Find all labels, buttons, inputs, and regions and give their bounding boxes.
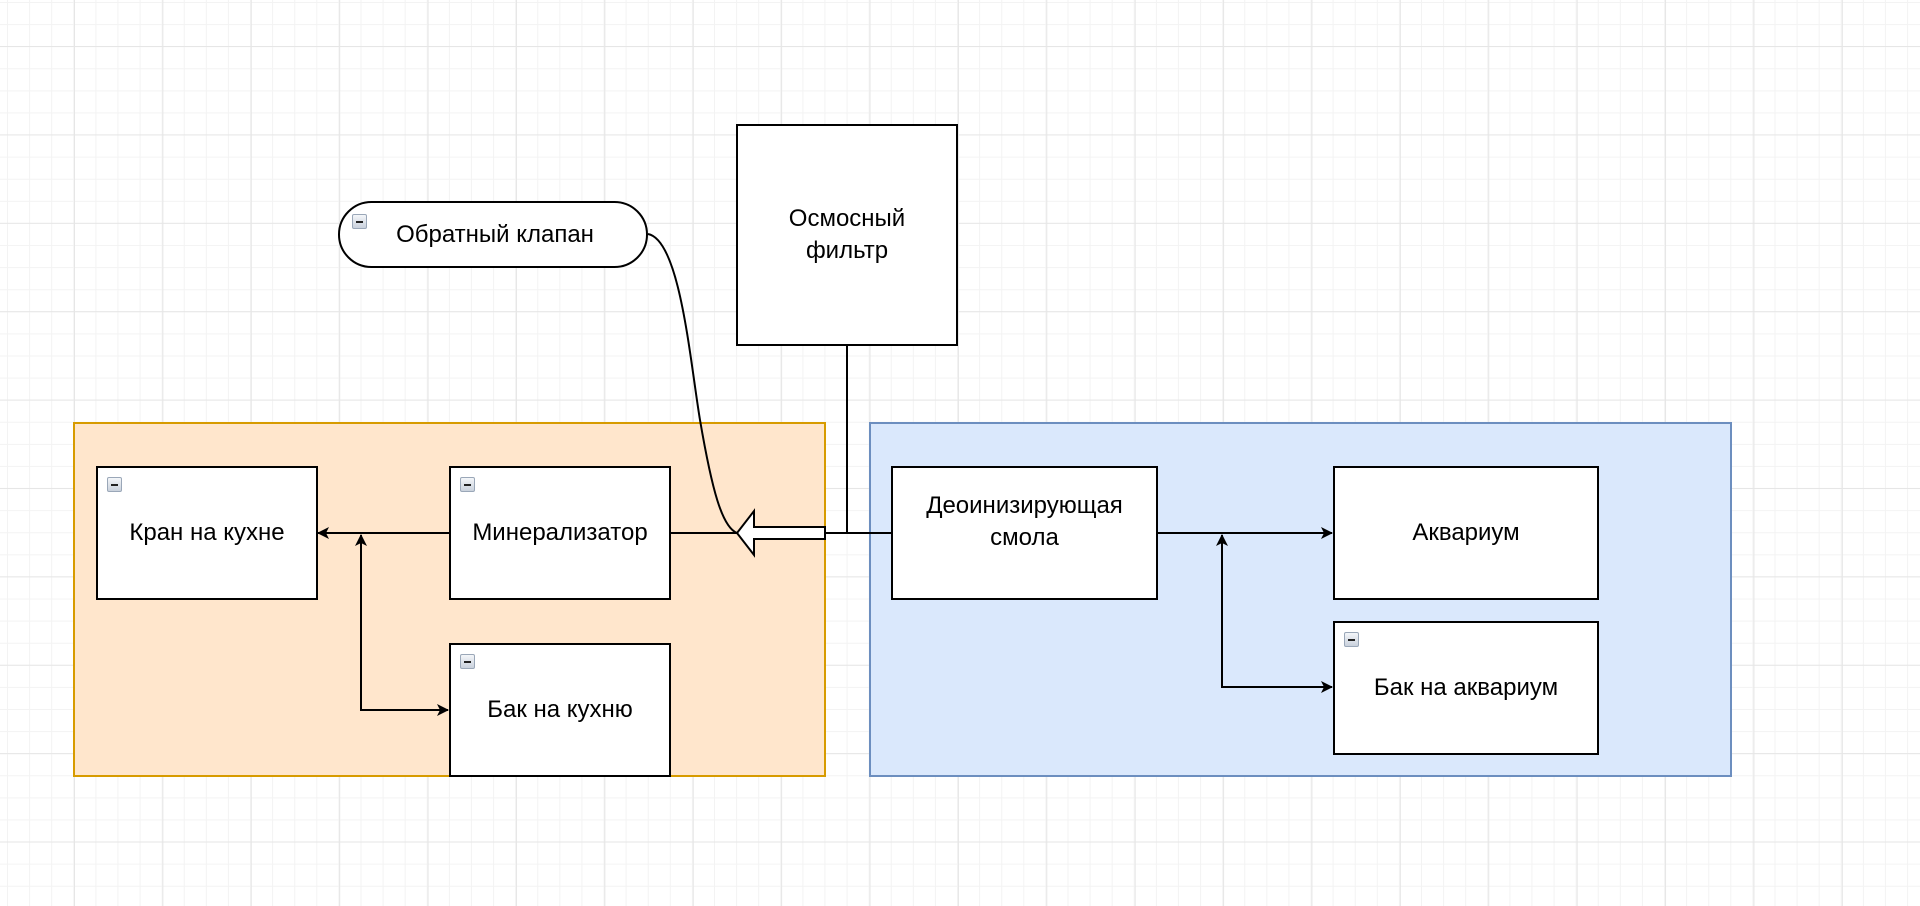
collapse-minus-icon[interactable] [460, 477, 475, 492]
node-osmosis-filter[interactable]: Осмосный фильтр [736, 124, 958, 346]
edge-osmosis-to-resin[interactable] [846, 345, 891, 534]
node-aquarium-tank[interactable]: Бак на аквариум [1333, 621, 1599, 755]
collapse-minus-icon[interactable] [107, 477, 122, 492]
collapse-minus-icon[interactable] [352, 214, 367, 229]
node-deionizing-resin[interactable]: Деоинизирующая смола [891, 466, 1158, 600]
edge-aquarium-tank-to-aquarium[interactable] [1216, 534, 1333, 693]
node-label: Кран на кухне [129, 519, 285, 546]
node-kitchen-tank[interactable]: Бак на кухню [449, 643, 671, 777]
node-label: Минерализатор [472, 519, 648, 546]
node-label: Бак на кухню [487, 696, 633, 723]
node-label: Осмосный фильтр [788, 205, 906, 264]
edge-check-valve-curve[interactable] [647, 233, 738, 534]
edge-tank-to-tap[interactable] [355, 534, 449, 716]
node-mineralizer[interactable]: Минерализатор [449, 466, 671, 600]
node-label: Деоинизирующая смола [926, 492, 1123, 551]
edge-osmosis-to-mineralizer-block-arrow[interactable] [735, 508, 847, 558]
node-kitchen-tap[interactable]: Кран на кухне [96, 466, 318, 600]
collapse-minus-icon[interactable] [460, 654, 475, 669]
node-aquarium[interactable]: Аквариум [1333, 466, 1599, 600]
node-check-valve[interactable]: Обратный клапан [338, 201, 648, 268]
node-label: Обратный клапан [396, 220, 594, 248]
collapse-minus-icon[interactable] [1344, 632, 1359, 647]
node-label: Аквариум [1412, 519, 1520, 546]
node-label: Бак на аквариум [1373, 674, 1559, 701]
